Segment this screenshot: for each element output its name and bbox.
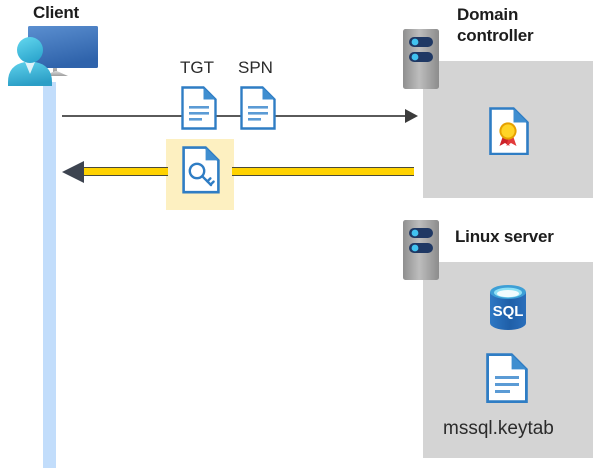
spn-label: SPN bbox=[238, 58, 273, 77]
tgt-document-icon bbox=[181, 86, 217, 130]
domain-controller-server-rack-icon bbox=[401, 28, 441, 95]
client-lifeline bbox=[43, 82, 56, 468]
page-title-domain-controller: Domain controller bbox=[457, 5, 534, 45]
reply-flow-line-left bbox=[78, 167, 168, 176]
tgt-label: TGT bbox=[180, 58, 214, 77]
service-ticket-key-document-icon bbox=[182, 146, 220, 194]
page-title-client: Client bbox=[33, 3, 80, 22]
keytab-document-icon bbox=[486, 353, 528, 403]
spn-document-icon bbox=[240, 86, 276, 130]
user-workstation-icon bbox=[4, 24, 108, 91]
reply-flow-line-right bbox=[232, 167, 414, 176]
linux-server-server-rack-icon bbox=[401, 219, 441, 286]
certificate-document-icon bbox=[489, 107, 529, 155]
reply-flow-arrowhead-icon bbox=[62, 161, 84, 183]
keytab-filename-label: mssql.keytab bbox=[443, 418, 554, 439]
svg-text:SQL: SQL bbox=[493, 303, 524, 320]
sql-database-icon: SQL bbox=[485, 283, 531, 338]
request-flow-arrowhead-icon bbox=[405, 109, 418, 123]
request-flow-line bbox=[62, 115, 411, 117]
page-title-linux-server: Linux server bbox=[455, 227, 554, 246]
